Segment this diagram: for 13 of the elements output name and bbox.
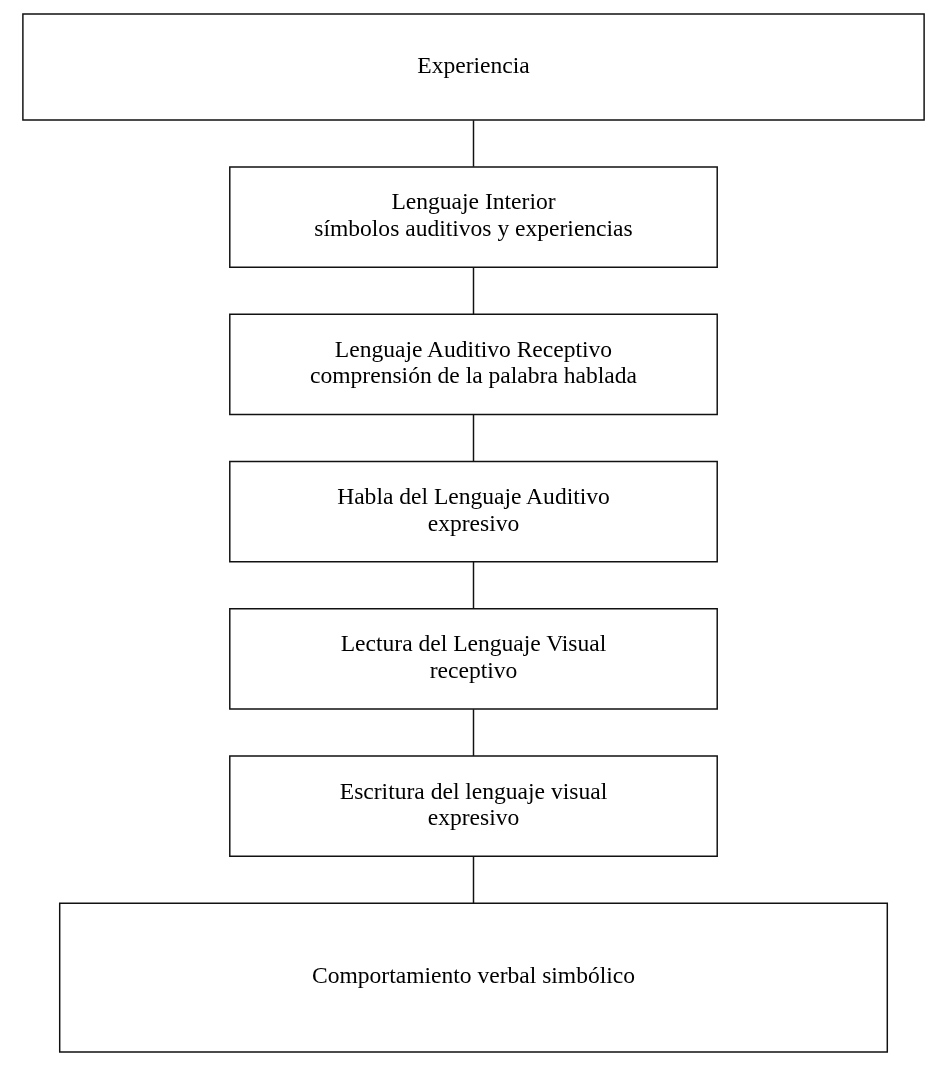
connector [472, 708, 475, 757]
node-box: Comportamiento verbal simbólico [58, 902, 889, 1053]
connector [472, 266, 475, 315]
connector [472, 855, 475, 904]
node-box: Experiencia [22, 13, 925, 121]
connector [472, 414, 475, 463]
node-box: Lenguaje Auditivo Receptivo comprensión de la palabra hablada [229, 313, 718, 416]
node-box: Habla del Lenguaje Auditivo expresivo [229, 460, 718, 563]
node-box: Escritura del lenguaje visual expresivo [229, 755, 718, 857]
node-box: Lectura del Lenguaje Visual receptivo [229, 608, 718, 710]
connector [472, 561, 475, 610]
connector [472, 119, 475, 168]
node-box: Lenguaje Interior símbolos auditivos y experiencias [229, 166, 718, 268]
